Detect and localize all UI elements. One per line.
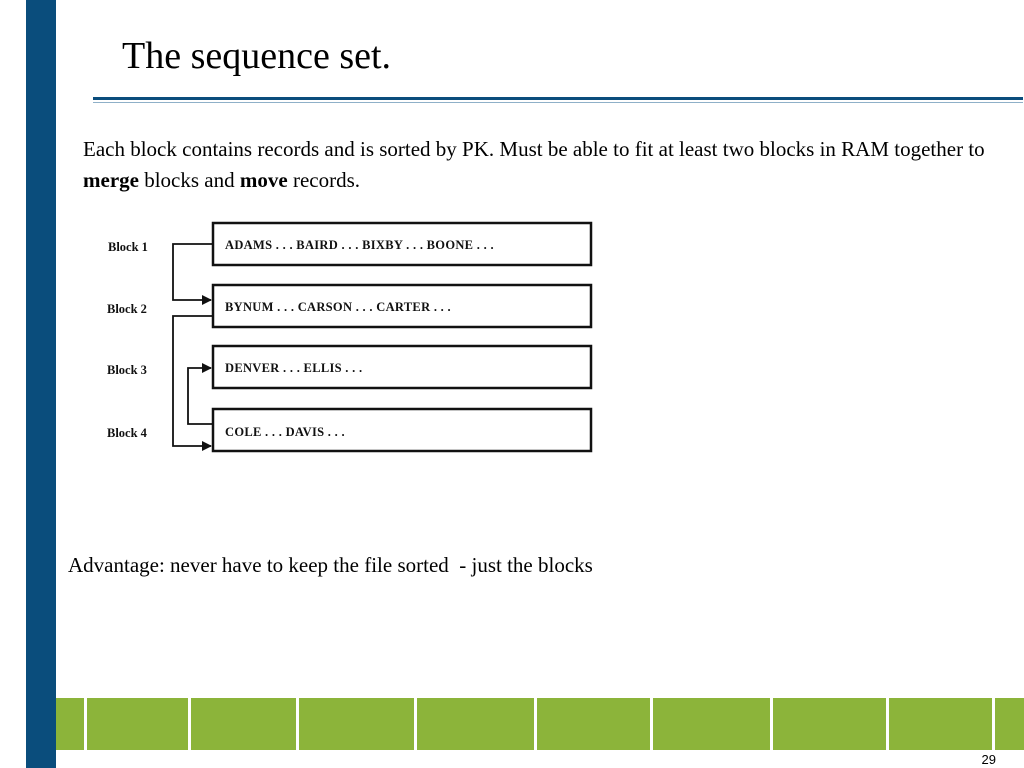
bold-move: move [239,168,288,192]
footer-divider [650,698,653,750]
body-text-part-2: blocks and [138,168,240,192]
block-4-box [211,407,593,453]
block-4-records: COLE . . . DAVIS . . . [225,425,345,439]
block-2-box [211,283,593,329]
block-3-box [211,344,593,390]
link-block2-to-block4 [172,315,213,451]
footer-divider [414,698,417,750]
footer-divider [84,698,87,750]
body-paragraph: Each block contains records and is sorte… [83,134,1003,196]
left-sidebar-bar [26,0,56,768]
title-underline-thin [93,102,1023,103]
block-3-label: Block 3 [107,363,147,377]
body-text-part-3: records. [287,168,361,192]
slide-title: The sequence set. [122,35,392,77]
footer-divider [296,698,299,750]
footer-divider [188,698,191,750]
footer-divider [534,698,537,750]
block-3-records: DENVER . . . ELLIS . . . [225,361,362,375]
sequence-set-diagram: Block 1 Block 2 Block 3 Block 4 ADAMS . … [107,221,593,453]
footer-divider [992,698,995,750]
block-1-records: ADAMS . . . BAIRD . . . BIXBY . . . BOON… [225,238,494,252]
footer-divider [886,698,889,750]
title-underline [93,97,1023,100]
body-text-part-1: Each block contains records and is sorte… [83,137,985,161]
footer-band [56,698,1024,750]
block-2-records: BYNUM . . . CARSON . . . CARTER . . . [225,300,451,314]
footer-strip [56,750,1024,768]
link-block1-to-block2 [172,243,213,305]
block-4-label: Block 4 [107,426,148,440]
advantage-text: Advantage: never have to keep the file s… [68,553,593,577]
block-1-label: Block 1 [108,240,148,254]
bold-merge: merge [83,168,139,192]
page-number: 29 [981,752,996,767]
link-block4-to-block3 [187,363,213,425]
block-2-label: Block 2 [107,302,147,316]
footer-divider [770,698,773,750]
